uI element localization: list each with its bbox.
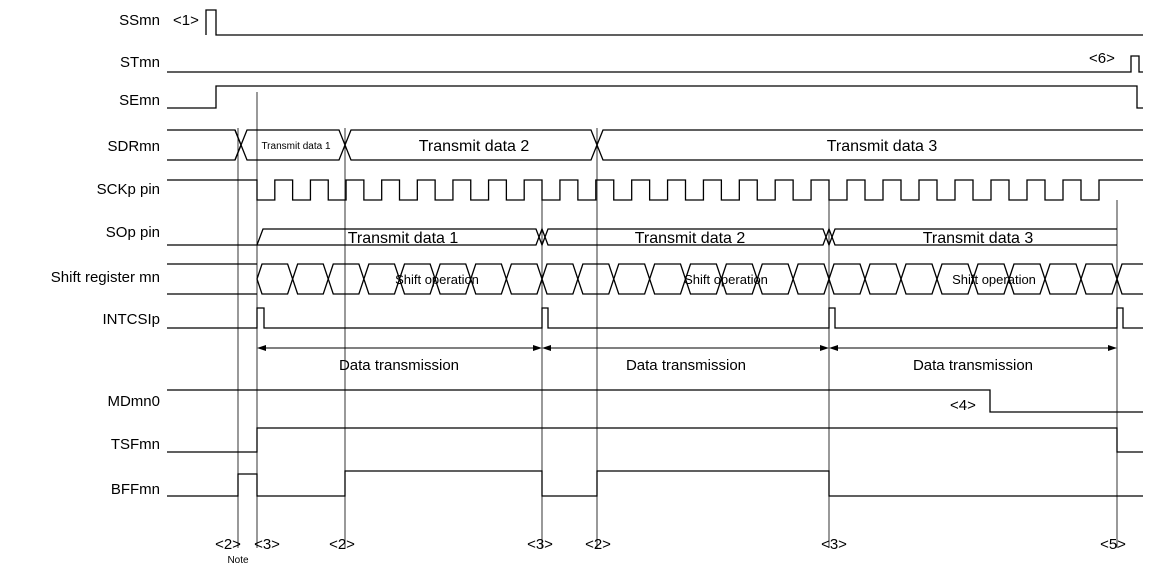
shift-bit-cell [1044, 263, 1082, 295]
event-markers: <2> <3> Note <2> <3> <2> <3> <5> [215, 536, 1126, 566]
shift-bit-cell [864, 263, 902, 295]
wave-bffmn [167, 470, 1143, 497]
marker-3-b: <3> [527, 536, 553, 553]
shift-bit-cell [505, 263, 543, 295]
data-transmission-arrows: Data transmission Data transmission Data… [257, 345, 1117, 374]
marker-3-a: <3> [254, 536, 280, 553]
marker-3-c: <3> [821, 536, 847, 553]
shift-bit-cell [327, 263, 365, 295]
sdr-data2: Transmit data 2 [419, 138, 530, 155]
marker-4: <4> [950, 397, 976, 414]
so-data2: Transmit data 2 [635, 230, 746, 247]
event-guides [237, 92, 1118, 548]
wave-sdrmn: Transmit data 1 Transmit data 2 Transmit… [167, 129, 1143, 161]
so-data1: Transmit data 1 [348, 230, 459, 247]
shift-bit-cell [828, 263, 866, 295]
marker-6: <6> [1089, 50, 1115, 67]
sdr-data3: Transmit data 3 [827, 138, 938, 155]
wave-stmn: <6> [167, 50, 1143, 73]
label-mdmn0: MDmn0 [107, 393, 160, 410]
label-sop: SOp pin [106, 224, 160, 241]
wave-mdmn0: <4> [167, 389, 1143, 414]
signal-labels: SSmn STmn SEmn SDRmn SCKp pin SOp pin Sh… [51, 12, 160, 498]
data-transmission-3: Data transmission [913, 357, 1033, 374]
shift-bit-cell [900, 263, 938, 295]
shift-bit-cell [1080, 263, 1118, 295]
note-label: Note [227, 555, 249, 566]
shift-bit-cell [613, 263, 651, 295]
marker-5: <5> [1100, 536, 1126, 553]
shift-tail-top [1116, 263, 1143, 280]
shift-op-2: Shift operation [684, 272, 768, 287]
label-intcsip: INTCSIp [102, 311, 160, 328]
shift-bit-cell [577, 263, 615, 295]
wave-tsfmn [167, 427, 1143, 453]
data-transmission-2: Data transmission [626, 357, 746, 374]
marker-2-b: <2> [329, 536, 355, 553]
label-shift: Shift register mn [51, 269, 160, 286]
marker-1: <1> [173, 12, 199, 29]
label-ssmn: SSmn [119, 12, 160, 29]
marker-2-c: <2> [585, 536, 611, 553]
wave-sop: Transmit data 1 Transmit data 2 Transmit… [167, 227, 1117, 247]
shift-bit-cell [256, 263, 294, 295]
marker-2-a: <2> [215, 536, 241, 553]
shift-tail-bottom [1116, 278, 1143, 295]
shift-bit-cell [541, 263, 579, 295]
shift-op-3: Shift operation [952, 272, 1036, 287]
wave-semn [167, 85, 1143, 109]
shift-bit-cell [648, 263, 687, 295]
label-bffmn: BFFmn [111, 481, 160, 498]
label-tsfmn: TSFmn [111, 436, 160, 453]
wave-sckp [167, 179, 1143, 201]
label-sdrmn: SDRmn [107, 138, 160, 155]
label-sckp: SCKp pin [97, 181, 160, 198]
data-transmission-1: Data transmission [339, 357, 459, 374]
wave-shift: Shift operation Shift operation Shift op… [167, 263, 1143, 295]
shift-bit-cell [792, 263, 830, 295]
wave-intcsip [167, 307, 1143, 329]
shift-op-1: Shift operation [395, 272, 479, 287]
so-data3: Transmit data 3 [923, 230, 1034, 247]
sdr-data1: Transmit data 1 [261, 141, 331, 152]
wave-ssmn: <1> [173, 9, 1143, 36]
shift-bit-cell [291, 263, 329, 295]
label-semn: SEmn [119, 92, 160, 109]
label-stmn: STmn [120, 54, 160, 71]
